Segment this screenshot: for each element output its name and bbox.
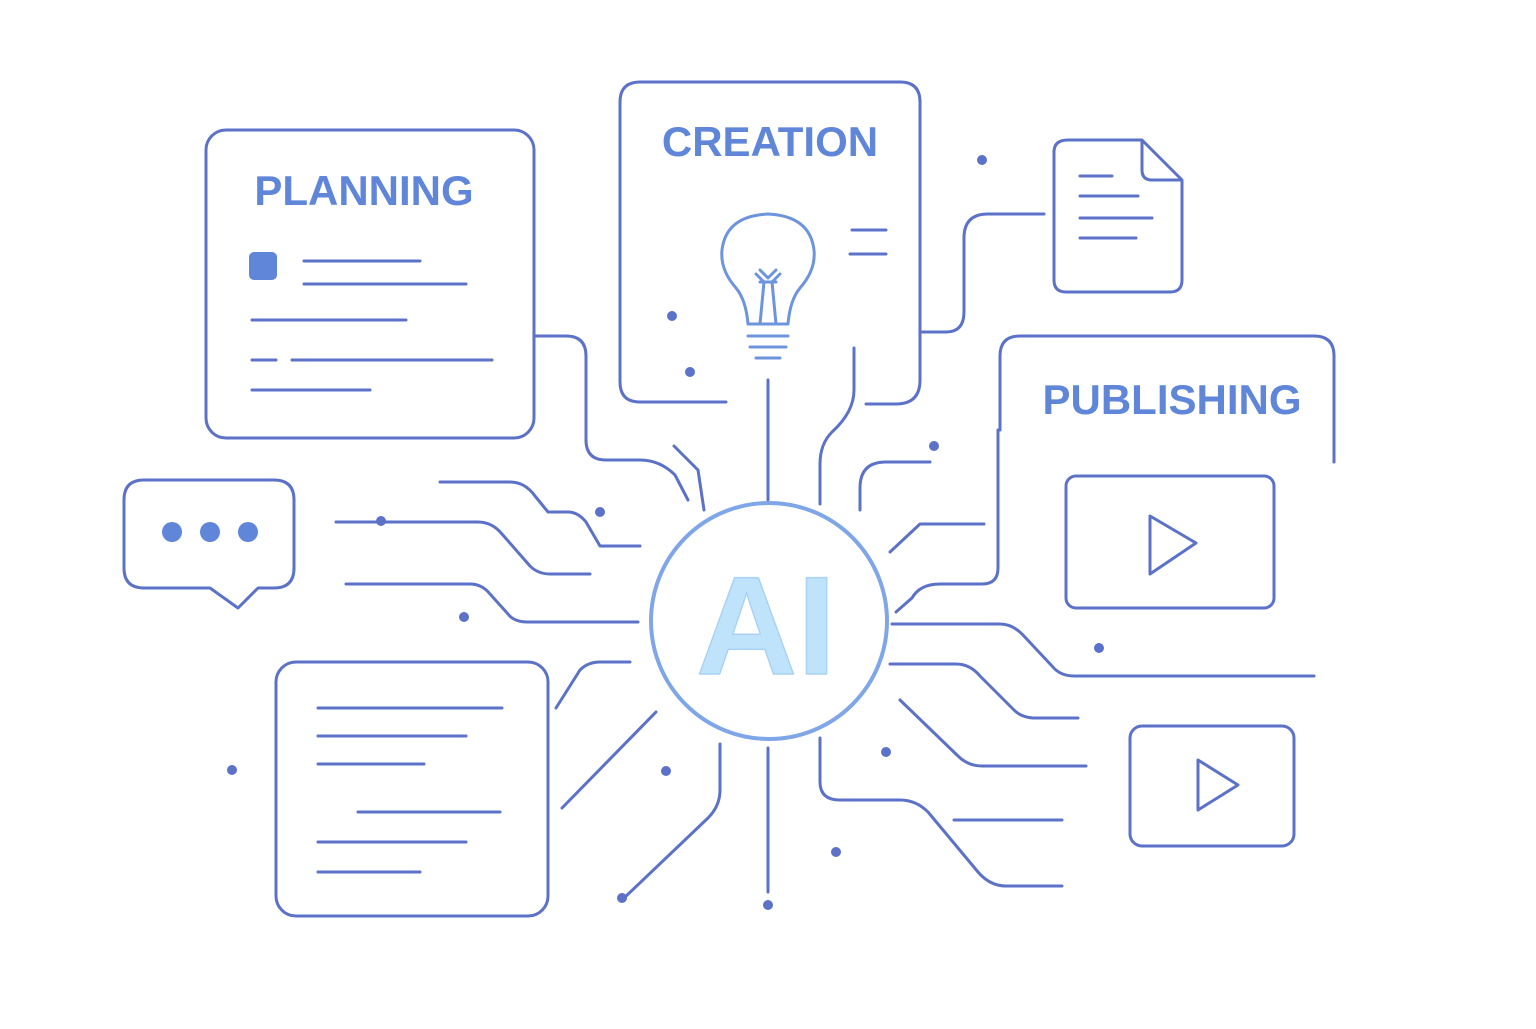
connector xyxy=(888,522,986,554)
planning-panel: PLANNING xyxy=(204,128,536,440)
text-lines-icon xyxy=(316,706,504,874)
video-player-small xyxy=(1128,724,1296,848)
checkbox-icon xyxy=(249,252,277,280)
connector xyxy=(554,660,632,710)
creation-title: CREATION xyxy=(662,118,878,165)
dot xyxy=(881,747,891,757)
dot xyxy=(459,612,469,622)
connector xyxy=(560,710,658,810)
dot xyxy=(617,893,627,903)
dot xyxy=(595,507,605,517)
publishing-title: PUBLISHING xyxy=(1042,376,1301,423)
connector xyxy=(898,698,1088,768)
dot xyxy=(227,765,237,775)
dot xyxy=(376,516,386,526)
publishing-panel: PUBLISHING xyxy=(998,334,1336,610)
text-block-panel xyxy=(274,660,550,918)
creation-panel: CREATION xyxy=(618,80,922,404)
connector xyxy=(920,212,1046,334)
connector-lines xyxy=(334,212,1316,900)
text-lines-icon xyxy=(250,259,494,392)
connector xyxy=(438,480,642,548)
connector xyxy=(334,520,592,576)
document-icon xyxy=(1052,138,1184,294)
connector xyxy=(864,332,922,406)
planning-title: PLANNING xyxy=(254,167,473,214)
connector xyxy=(894,428,1000,614)
connector xyxy=(672,444,706,512)
play-icon xyxy=(1148,514,1198,576)
dot xyxy=(831,847,841,857)
connector xyxy=(818,346,856,506)
play-icon xyxy=(1196,758,1240,812)
text-lines-icon xyxy=(848,228,888,256)
dot xyxy=(763,900,773,910)
lightbulb-icon xyxy=(720,212,816,360)
ai-hub-label: AI xyxy=(696,547,836,704)
connector xyxy=(888,662,1080,720)
connector xyxy=(858,460,932,512)
dot xyxy=(977,155,987,165)
video-player xyxy=(1064,474,1276,610)
connector xyxy=(890,622,1316,678)
dot xyxy=(667,311,677,321)
ai-hub: AI xyxy=(649,501,889,741)
connector xyxy=(818,736,1064,888)
connector xyxy=(534,334,690,502)
chat-bubble-icon xyxy=(122,478,296,610)
dot xyxy=(1094,643,1104,653)
dot xyxy=(661,766,671,776)
dot xyxy=(929,441,939,451)
connector xyxy=(622,742,722,900)
connector xyxy=(344,582,640,624)
dot xyxy=(685,367,695,377)
